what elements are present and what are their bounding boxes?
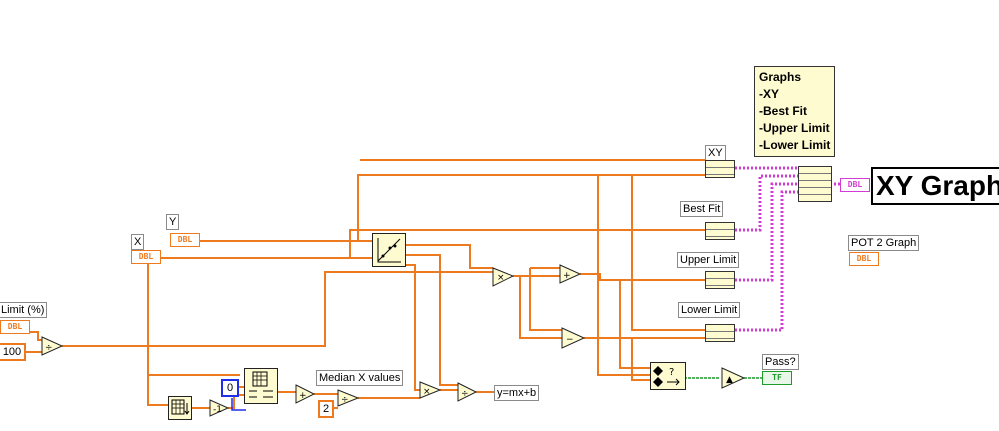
xy-graph-label: XY Graph: [871, 167, 999, 205]
pot-graph-label: POT 2 Graph: [848, 235, 920, 251]
x-bestfit-wire: [349, 229, 705, 258]
compare-in: [619, 280, 650, 369]
lower-limit-bundle-node[interactable]: [705, 324, 735, 342]
divide2-node: [337, 389, 360, 407]
graphs-note: Graphs -XY -Best Fit -Upper Limit -Lower…: [754, 66, 836, 157]
linear-fit-icon: [377, 238, 401, 263]
svg-text:▲: ▲: [726, 375, 733, 385]
add-out: [580, 273, 705, 281]
svg-text:+: +: [563, 271, 571, 281]
limit-control-label: Limit (%): [0, 302, 48, 318]
two-constant[interactable]: 2: [318, 400, 334, 418]
add2-node: [295, 384, 316, 404]
decrement-node: [209, 399, 230, 417]
top-right-wire2: [631, 175, 705, 331]
compare-in2: [631, 338, 650, 381]
xy-graph-terminal[interactable]: DBL: [840, 178, 870, 192]
svg-text:÷: ÷: [45, 343, 53, 353]
svg-text:÷: ÷: [341, 395, 349, 405]
div-out-wire: [62, 271, 493, 347]
fit-out-wire2: [405, 254, 458, 386]
subtract-node: [561, 327, 586, 349]
dec-out: [228, 394, 244, 409]
limit-control-terminal[interactable]: DBL: [0, 320, 30, 334]
x-wire-down: [147, 262, 168, 406]
upper-limit-bundle-node[interactable]: [705, 271, 735, 289]
svg-text:+: +: [299, 391, 307, 401]
graphs-note-line: -Lower Limit: [759, 138, 831, 152]
y-control-terminal[interactable]: DBL: [170, 233, 200, 247]
lower-limit-bundle-label: Lower Limit: [678, 302, 741, 318]
cluster-lower: [735, 190, 798, 332]
pass-indicator-label: Pass?: [762, 354, 799, 370]
percent-constant[interactable]: 100: [0, 343, 26, 361]
best-fit-bundle-label: Best Fit: [680, 201, 724, 217]
svg-text:×: ×: [497, 273, 505, 283]
fit-out-wire: [405, 244, 493, 269]
in-range-compare-node[interactable]: ?: [650, 362, 686, 390]
multiply2-node: [419, 381, 442, 399]
graphs-note-line: -Best Fit: [759, 104, 807, 118]
equation-label: y=mx+b: [494, 385, 540, 401]
graphs-note-line: -Upper Limit: [759, 121, 830, 135]
index-wire: [231, 398, 246, 411]
pass-indicator-terminal[interactable]: TF: [762, 371, 792, 385]
median-x-label: Median X values: [316, 370, 404, 386]
y-top-wire: [357, 174, 705, 241]
svg-text:-1: -1: [213, 405, 222, 415]
y-control-label: Y: [166, 214, 180, 230]
cluster-upper: [735, 182, 798, 282]
xy-bundle-node[interactable]: [705, 160, 735, 178]
svg-text:?: ?: [669, 367, 674, 378]
graphs-note-line: Graphs: [759, 70, 802, 84]
sub-in: [529, 268, 562, 331]
divide-node: [41, 336, 64, 356]
x-control-terminal[interactable]: DBL: [131, 250, 161, 264]
index-array-icon: [249, 371, 273, 398]
svg-text:−: −: [566, 335, 574, 345]
sort-array-node[interactable]: [168, 396, 192, 420]
multiply-node: [492, 267, 515, 287]
in-range-icon: ?: [653, 366, 680, 387]
best-fit-bundle-node[interactable]: [705, 222, 735, 240]
graphs-note-line: -XY: [759, 87, 780, 101]
x-control-label: X: [131, 234, 145, 250]
svg-text:×: ×: [423, 387, 431, 397]
upper-limit-bundle-label: Upper Limit: [677, 252, 740, 268]
limit-wire: [30, 331, 42, 341]
cluster-best: [735, 174, 798, 232]
pot-graph-terminal[interactable]: DBL: [849, 252, 879, 266]
divide3-node: [457, 382, 478, 402]
not-node: [721, 367, 746, 389]
xy-bundle-label: XY: [705, 145, 726, 161]
svg-text:÷: ÷: [461, 389, 469, 399]
linear-fit-node[interactable]: [372, 233, 406, 267]
fit-out-wire3: [405, 264, 420, 391]
add-node: [559, 264, 582, 284]
build-array-node[interactable]: [798, 166, 832, 202]
index-array-node[interactable]: [244, 368, 278, 404]
mult-branch: [519, 276, 562, 339]
top-right-wire: [597, 175, 650, 376]
zero-index-constant[interactable]: 0: [221, 379, 239, 397]
sort-array-icon: [171, 399, 190, 415]
